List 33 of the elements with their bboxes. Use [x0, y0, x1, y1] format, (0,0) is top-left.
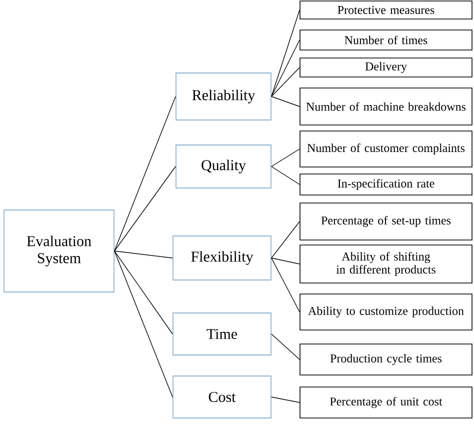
connector-line: [114, 166, 176, 252]
connector-line: [271, 221, 300, 258]
connector-line: [271, 396, 300, 403]
connector-line: [271, 258, 300, 264]
connector-line: [271, 40, 300, 97]
criterion-box: Percentage of unit cost: [300, 386, 472, 418]
criterion-box: Production cycle times: [300, 344, 472, 376]
root-box: Evaluation System: [4, 210, 114, 292]
category-box: Flexibility: [172, 236, 272, 280]
category-box: Time: [172, 312, 272, 356]
criterion-box: In-specification rate: [300, 174, 472, 196]
criterion-box: Percentage of set-up times: [300, 202, 472, 240]
criterion-box: Delivery: [300, 58, 472, 78]
connector-line: [271, 96, 300, 107]
connector-line: [114, 250, 173, 334]
connector-line: [271, 67, 300, 97]
connector-line: [271, 166, 300, 185]
connector-line: [114, 250, 173, 258]
category-box: Quality: [176, 144, 272, 188]
criterion-box: Number of times: [300, 30, 472, 50]
connector-line: [271, 10, 300, 97]
criterion-box: Ability to customize production: [300, 294, 472, 330]
connector-line: [271, 258, 300, 312]
category-box: Cost: [172, 376, 272, 418]
criterion-box: Number of machine breakdowns: [300, 88, 472, 126]
connector-line: [271, 334, 300, 360]
connector-line: [114, 250, 173, 398]
criterion-box: Number of customer complaints: [300, 130, 472, 168]
connector-line: [271, 148, 300, 167]
criterion-box: Protective measures: [300, 0, 472, 20]
criterion-box: Ability of shifting in different products: [300, 244, 472, 284]
category-box: Reliability: [176, 72, 272, 120]
connector-line: [114, 96, 176, 252]
